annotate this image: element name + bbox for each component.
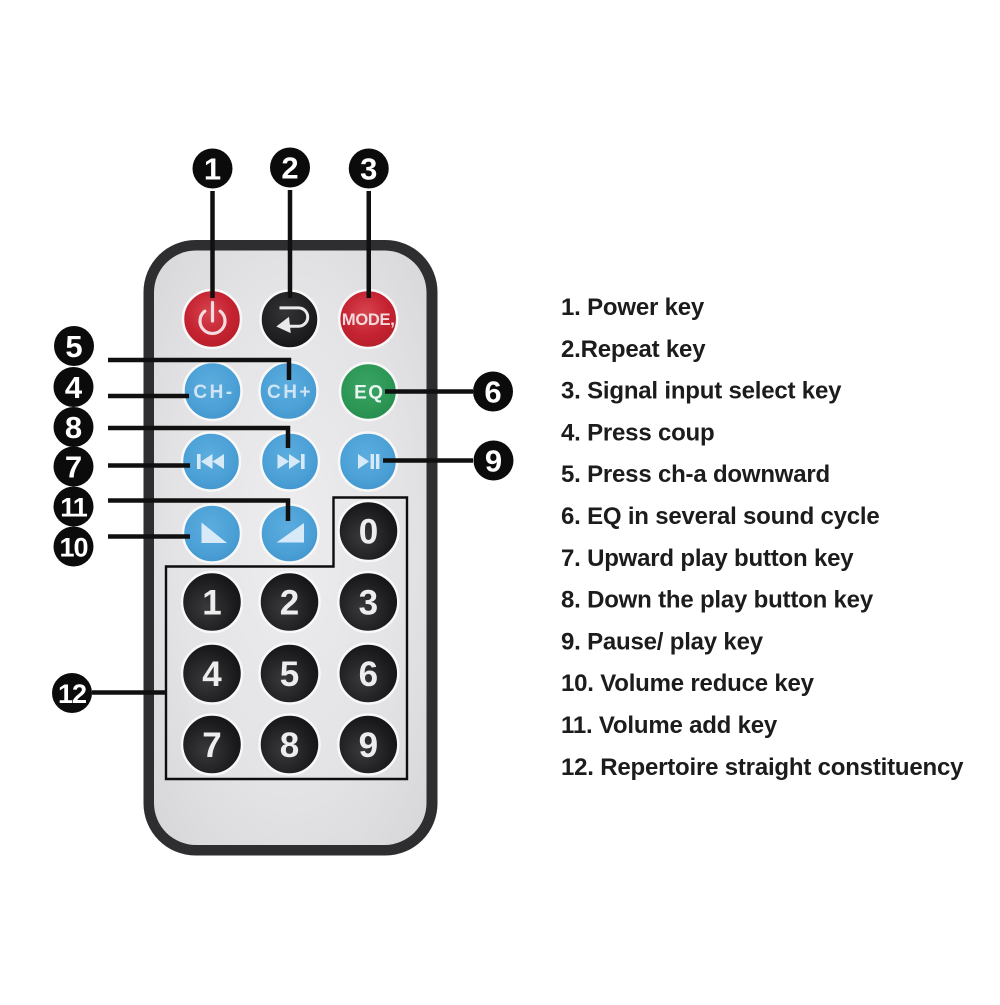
svg-text:7. Upward play button key: 7. Upward play button key bbox=[561, 545, 854, 572]
svg-text:9: 9 bbox=[485, 444, 502, 479]
svg-text:4: 4 bbox=[202, 655, 222, 694]
svg-text:11. Volume add key: 11. Volume add key bbox=[561, 712, 778, 739]
svg-text:6: 6 bbox=[359, 655, 378, 694]
svg-text:CH+: CH+ bbox=[267, 382, 313, 403]
svg-text:6: 6 bbox=[484, 375, 501, 410]
svg-text:2: 2 bbox=[281, 151, 298, 186]
svg-text:1. Power key: 1. Power key bbox=[561, 294, 705, 321]
svg-text:CH-: CH- bbox=[193, 382, 234, 403]
svg-text:MODE,: MODE, bbox=[342, 311, 395, 329]
svg-text:9. Pause/ play key: 9. Pause/ play key bbox=[561, 628, 764, 655]
svg-text:8. Down the play button key: 8. Down the play button key bbox=[561, 587, 874, 614]
svg-text:4. Press coup: 4. Press coup bbox=[561, 419, 714, 446]
svg-text:12: 12 bbox=[58, 679, 86, 709]
svg-text:5: 5 bbox=[280, 655, 299, 694]
svg-text:2: 2 bbox=[280, 584, 299, 623]
svg-text:3: 3 bbox=[359, 584, 378, 623]
svg-text:2.Repeat key: 2.Repeat key bbox=[561, 336, 706, 363]
svg-text:1: 1 bbox=[202, 584, 221, 623]
svg-text:9: 9 bbox=[359, 726, 378, 765]
svg-text:0: 0 bbox=[359, 513, 378, 552]
svg-text:8: 8 bbox=[280, 726, 299, 765]
svg-text:10: 10 bbox=[59, 533, 87, 563]
svg-text:6. EQ in several sound cycle: 6. EQ in several sound cycle bbox=[561, 503, 880, 530]
svg-text:10. Volume reduce key: 10. Volume reduce key bbox=[561, 670, 815, 697]
svg-text:7: 7 bbox=[202, 726, 221, 765]
svg-text:7: 7 bbox=[65, 450, 82, 485]
svg-text:3. Signal input select key: 3. Signal input select key bbox=[561, 378, 842, 405]
svg-text:12. Repertoire straight consti: 12. Repertoire straight constituency bbox=[561, 754, 964, 781]
svg-text:EQ: EQ bbox=[354, 382, 384, 403]
svg-text:3: 3 bbox=[360, 152, 377, 187]
svg-text:8: 8 bbox=[65, 410, 82, 445]
svg-text:4: 4 bbox=[65, 370, 83, 405]
svg-text:1: 1 bbox=[204, 152, 221, 187]
svg-text:11: 11 bbox=[60, 493, 88, 523]
svg-text:5: 5 bbox=[65, 329, 82, 364]
svg-text:5. Press ch-a downward: 5. Press ch-a downward bbox=[561, 461, 830, 488]
